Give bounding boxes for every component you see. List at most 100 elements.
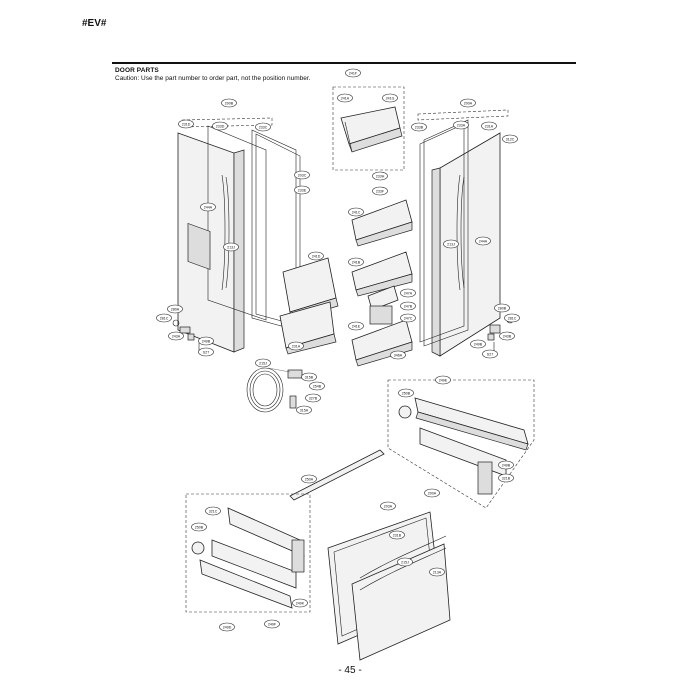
part-label-l16: 243A	[168, 331, 184, 341]
part-label-l46: 249E	[435, 375, 451, 385]
part-label-l43: 315A	[296, 405, 312, 415]
part-label-l17: 249B	[198, 336, 214, 346]
part-label-bubble	[167, 304, 183, 314]
part-label-bubble	[156, 313, 172, 323]
part-label-bubble	[481, 121, 497, 131]
part-label-text: 241B	[352, 260, 361, 264]
part-label-l26: 241C	[348, 207, 364, 217]
part-label-text: 233B	[415, 125, 424, 129]
part-label-l19: 200A	[460, 98, 476, 108]
part-label-bubble	[499, 331, 515, 341]
part-label-bubble	[380, 501, 396, 511]
part-label-l37: 249B	[470, 339, 486, 349]
part-label-text: 241F	[349, 71, 358, 75]
part-label-text: 200B	[225, 101, 234, 105]
part-label-bubble	[397, 557, 413, 567]
part-label-text: 231A	[292, 344, 301, 348]
part-label-text: 247A	[404, 291, 413, 295]
part-label-bubble	[382, 93, 398, 103]
part-label-l55: 215J	[397, 557, 413, 567]
part-label-text: 315A	[300, 408, 309, 412]
part-label-l05: 231D	[178, 119, 194, 129]
part-label-l12: 241D	[308, 251, 324, 261]
part-label-bubble	[453, 120, 469, 130]
part-label-bubble	[348, 207, 364, 217]
part-label-bubble	[372, 186, 388, 196]
part-label-bubble	[400, 313, 416, 323]
part-label-text: 200A	[464, 101, 473, 105]
part-label-bubble	[475, 236, 491, 246]
part-label-bubble	[221, 98, 237, 108]
part-label-text: 321C	[209, 509, 218, 513]
part-label-text: 244A	[479, 239, 488, 243]
part-label-bubble	[301, 372, 317, 382]
part-label-text: 280A	[171, 307, 180, 311]
part-label-l42: 327B	[305, 393, 321, 403]
part-label-l59: 249D	[219, 622, 235, 632]
part-label-bubble	[348, 321, 364, 331]
part-label-bubble	[296, 405, 312, 415]
part-label-l21: 233A	[453, 120, 469, 130]
part-label-l02: 241A	[337, 93, 353, 103]
part-label-text: 233D	[216, 124, 225, 128]
part-label-bubble	[372, 171, 388, 181]
part-label-l07: 233C	[255, 122, 271, 132]
part-label-text: 249B	[202, 339, 211, 343]
left-door	[177, 117, 301, 353]
part-label-l57: 249K	[292, 598, 308, 608]
part-label-bubble	[292, 598, 308, 608]
part-label-text: 249D	[223, 625, 232, 629]
part-label-bubble	[168, 331, 184, 341]
part-label-l35: 281C	[504, 313, 520, 323]
part-label-bubble	[294, 170, 310, 180]
part-label-l13: 231A	[288, 341, 304, 351]
part-label-bubble	[191, 522, 207, 532]
part-label-bubble	[482, 349, 498, 359]
part-label-l18: S27	[198, 347, 214, 357]
part-label-bubble	[389, 530, 405, 540]
part-label-l27: 241B	[348, 257, 364, 267]
part-label-text: 241D	[312, 254, 321, 258]
part-label-l11: 213J	[223, 242, 239, 252]
freezer-drawer	[327, 511, 451, 661]
part-label-bubble	[308, 251, 324, 261]
part-label-text: 346A	[394, 353, 403, 357]
part-label-l10: 244A	[200, 202, 216, 212]
part-label-text: 233A	[457, 123, 466, 127]
part-label-l14: 280A	[167, 304, 183, 314]
part-label-bubble	[305, 393, 321, 403]
part-label-text: 244A	[204, 205, 213, 209]
part-label-l25: 233F	[372, 186, 388, 196]
part-label-l03: 241G	[382, 93, 398, 103]
part-label-text: S27	[203, 350, 209, 354]
part-label-l36: 243B	[499, 331, 515, 341]
part-label-text: 215J	[401, 560, 409, 564]
part-label-bubble	[198, 347, 214, 357]
part-label-l58: 249F	[264, 619, 280, 629]
wire-harness	[246, 367, 303, 413]
right-bins	[351, 199, 413, 367]
part-label-bubble	[348, 257, 364, 267]
part-label-text: 315B	[305, 375, 314, 379]
part-label-text: 231A	[485, 124, 494, 128]
left-hinge-parts	[172, 319, 200, 352]
part-label-text: 247B	[404, 304, 413, 308]
part-label-bubble	[198, 336, 214, 346]
part-label-bubble	[205, 506, 221, 516]
part-label-l45: 250B	[398, 388, 414, 398]
part-label-l49: 250A	[301, 474, 317, 484]
part-label-text: 327B	[309, 396, 318, 400]
part-label-text: 213J	[227, 245, 235, 249]
part-label-text: 241A	[341, 96, 350, 100]
part-label-l52: 203A	[380, 501, 396, 511]
part-label-bubble	[443, 239, 459, 249]
part-label-l38: S27	[482, 349, 498, 359]
part-label-bubble	[498, 473, 514, 483]
part-label-l15: 281C	[156, 313, 172, 323]
part-label-text: 233H	[376, 174, 385, 178]
part-label-text: 215J	[259, 361, 267, 365]
part-label-text: 203A	[384, 504, 393, 508]
part-label-bubble	[429, 567, 445, 577]
part-label-l32: 213J	[443, 239, 459, 249]
